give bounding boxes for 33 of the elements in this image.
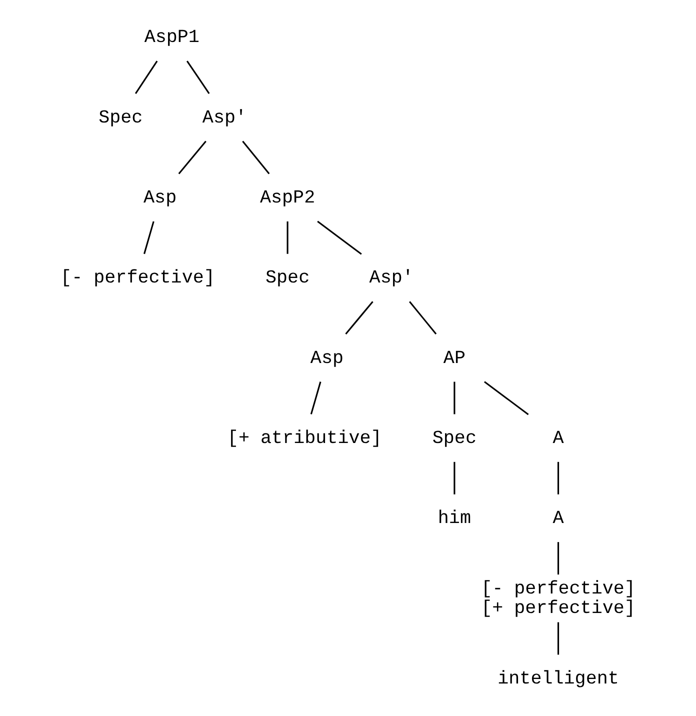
node-text: A — [552, 508, 564, 530]
node-text: Asp' — [369, 268, 414, 289]
connector — [310, 382, 322, 414]
connector — [178, 140, 206, 174]
connector — [345, 301, 374, 335]
connector — [286, 221, 288, 254]
connector — [409, 301, 437, 335]
connector — [242, 140, 270, 174]
node-text: Spec — [432, 428, 476, 450]
connector — [484, 381, 529, 416]
node-text: [- perfective] [+ perfective] — [481, 578, 636, 620]
node-text: him — [438, 508, 471, 530]
connector — [454, 462, 456, 494]
node-text: A — [552, 428, 564, 450]
connector — [134, 60, 158, 94]
node-text: Asp — [144, 188, 177, 209]
connector — [557, 622, 560, 655]
node-text: AspP2 — [260, 188, 316, 209]
node-text: Asp — [310, 348, 344, 369]
connector — [454, 382, 456, 414]
node-text: [- perfective] — [60, 268, 215, 289]
node-text: Spec — [265, 268, 310, 289]
connector — [144, 221, 154, 254]
node-text: intelligent — [498, 668, 619, 690]
connector — [557, 462, 560, 494]
connector — [186, 60, 210, 94]
node-text: AP — [443, 348, 466, 369]
connector — [557, 542, 560, 575]
node-text: Asp' — [202, 107, 247, 128]
node-text: Spec — [98, 107, 143, 128]
connector — [317, 220, 362, 255]
node-text: [+ atributive] — [227, 428, 382, 450]
node-text: AspP1 — [144, 27, 200, 48]
